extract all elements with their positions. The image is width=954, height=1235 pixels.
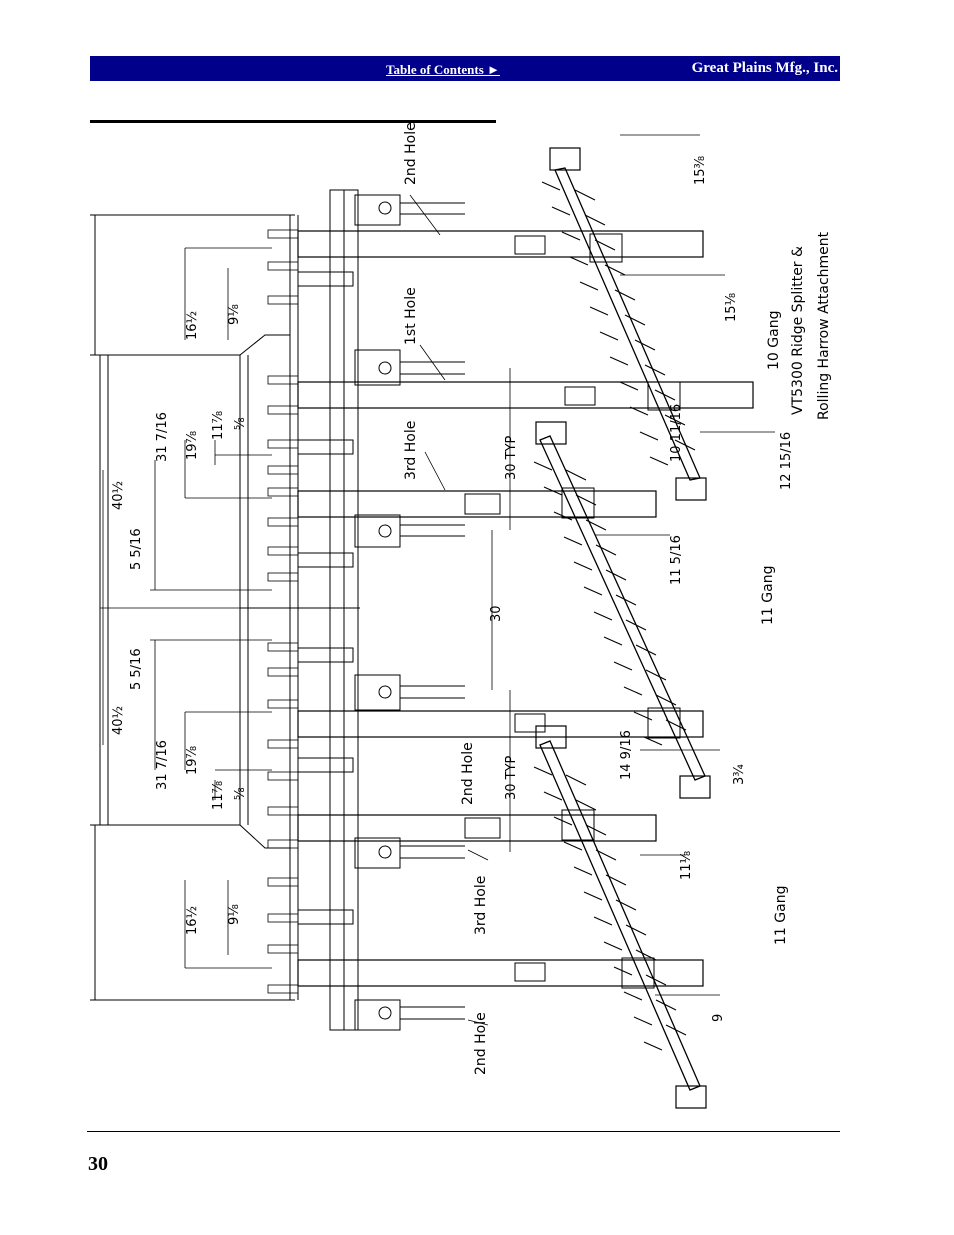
table-of-contents-link[interactable]: Table of Contents ► [386,62,500,77]
dim-30-typ-bot: 30 TYP [504,755,519,800]
hole-label-3rd-lower: 3rd Hole [473,876,489,935]
section-heading-rule [90,120,496,123]
dim-19-7-8-bot: 19⅞ [185,745,200,775]
dim-11-7-8-bot: 11⅞ [211,780,226,810]
dim-12-15-16: 12 15/16 [779,432,794,490]
page-number: 30 [88,1153,108,1175]
company-name: Great Plains Mfg., Inc. [691,60,838,76]
dim-11-5-16: 11 5/16 [669,535,684,585]
header-bar: Table of Contents ► Great Plains Mfg., I… [90,56,840,81]
dim-15-3-8: 15⅜ [693,155,708,185]
footer-rule [87,1131,840,1132]
hole-label-1st: 1st Hole [403,287,419,345]
dim-30-mid: 30 [489,605,504,622]
hole-label-2nd-bottom: 2nd Hole [473,1012,489,1075]
dim-40-1-2-bot: 40½ [111,706,126,735]
dim-31-7-16-top: 31 7/16 [155,412,170,462]
dim-5-5-16-bot: 5 5/16 [129,648,144,690]
dim-11-7-8-top: 11⅞ [211,410,226,440]
hole-label-3rd-upper: 3rd Hole [403,421,419,480]
dim-16-1-2-top: 16½ [185,311,200,340]
dim-5-8-top: ⅝ [233,417,248,430]
dim-9-1-8-bot: 9⅛ [227,904,242,925]
hole-label-2nd-mid: 2nd Hole [460,742,476,805]
dim-40-1-2-top: 40½ [111,481,126,510]
dim-5-8-bot: ⅝ [233,787,248,800]
dim-16-1-2-bot: 16½ [185,906,200,935]
dim-3-3-4: 3¾ [732,764,747,785]
title-line-1: 10 Gang [766,311,782,370]
gang-label-bottom: 11 Gang [773,886,789,945]
dim-11-1-8: 11⅛ [679,850,694,880]
dim-9: 9 [711,1014,726,1022]
dim-14-9-16: 14 9/16 [619,730,634,780]
dim-19-7-8-top: 19⅞ [185,430,200,460]
gang-label-mid: 11 Gang [760,566,776,625]
title-line-2: VT5300 Ridge Splitter & [790,246,806,415]
dim-30-typ-top: 30 TYP [504,435,519,480]
dim-15-1-8: 15⅛ [724,292,739,322]
dim-31-7-16-bot: 31 7/16 [155,740,170,790]
dim-9-1-8-top: 9⅛ [227,304,242,325]
dim-5-5-16-top: 5 5/16 [129,528,144,570]
hole-label-top-2nd: 2nd Hole [403,122,419,185]
dim-10-11-16: 10 11/16 [669,404,684,462]
title-line-3: Rolling Harrow Attachment [816,231,832,420]
